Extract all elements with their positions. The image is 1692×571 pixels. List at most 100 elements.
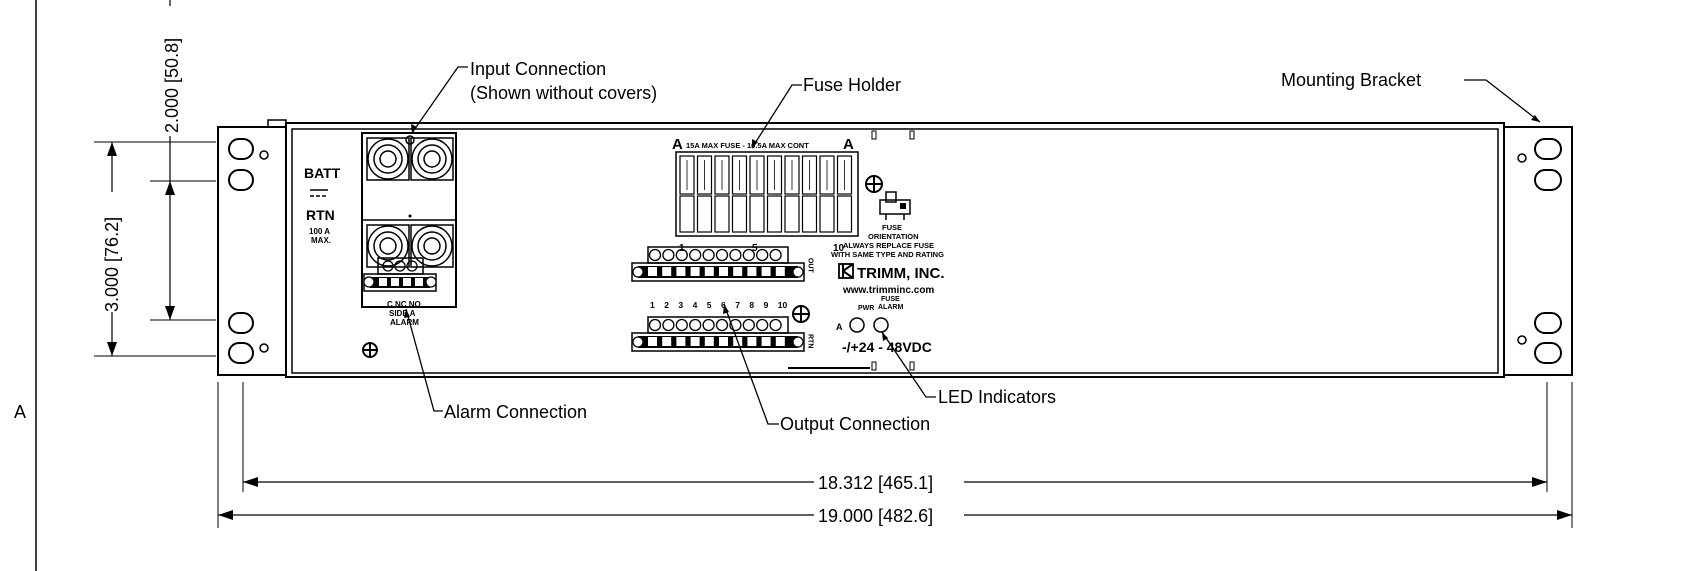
terminal-opening <box>719 267 728 276</box>
terminal-screw-icon <box>715 318 729 332</box>
callout-led-indicators: LED Indicators <box>938 387 1056 407</box>
terminal-opening <box>704 267 714 276</box>
fuse-slot-bottom <box>836 195 853 233</box>
fuse-number-1: 1 <box>679 243 685 254</box>
led-a-label: A <box>836 322 843 332</box>
bracket-slot-icon <box>1534 342 1562 364</box>
terminal-screw-icon <box>715 248 729 262</box>
dim-19-000: 19.000 [482.6] <box>818 506 933 526</box>
fuse-caption-3: ALWAYS REPLACE FUSE <box>843 241 934 250</box>
fuse-header: 15A MAX FUSE - 10.5A MAX CONT <box>686 141 809 150</box>
fuse-slot-top <box>819 155 835 195</box>
bracket-slot-icon <box>228 312 254 334</box>
terminal-opening <box>761 337 771 346</box>
fuse-slot-top <box>749 155 765 195</box>
rtn-side-label: RTN <box>807 334 814 348</box>
callout-fuse-holder: Fuse Holder <box>803 75 901 95</box>
terminal-opening <box>775 267 785 276</box>
fuse-holder <box>675 151 859 237</box>
terminal-screw-icon <box>742 318 755 332</box>
right-mounting-bracket <box>1503 126 1573 376</box>
fuse-slot-bottom <box>784 195 800 233</box>
dim-2-000: 2.000 [50.8] <box>162 38 182 133</box>
terminal-screw-icon <box>756 318 769 332</box>
terminal-opening <box>662 337 672 346</box>
terminal-screw-icon <box>742 248 755 262</box>
callout-mounting-bracket: Mounting Bracket <box>1281 70 1421 90</box>
fuse-slot-top <box>679 155 695 195</box>
terminal-opening <box>761 267 771 276</box>
bracket-slot-icon <box>228 138 254 160</box>
rtn-label: RTN <box>306 207 335 223</box>
batt-label: BATT <box>304 165 341 181</box>
output-number-label: 5 <box>707 300 712 310</box>
connector-end-screw-icon <box>632 266 644 278</box>
ground-screw-icon <box>865 175 883 193</box>
trimm-logo-icon <box>838 263 854 279</box>
fuse-a-right: A <box>843 136 854 153</box>
terminal-opening <box>648 267 657 276</box>
alarm-word: ALARM <box>390 318 419 327</box>
terminal-opening <box>719 337 728 346</box>
fuse-caption-4: WITH SAME TYPE AND RATING <box>831 250 944 259</box>
brand-name: TRIMM, INC. <box>857 265 945 282</box>
fuse-number-5: 5 <box>752 243 758 254</box>
voltage-label: -/+24 - 48VDC <box>842 339 932 355</box>
terminal-screw-icon <box>662 248 675 262</box>
led-fuse-label-2: ALARM <box>878 304 903 311</box>
terminal-screw-icon <box>689 318 702 332</box>
terminal-screw-icon <box>756 248 769 262</box>
fuse-slot-top <box>801 155 818 195</box>
output-number-label: 9 <box>764 300 769 310</box>
bracket-slot-icon <box>228 169 254 191</box>
terminal-opening <box>690 267 700 276</box>
callout-input-connection: Input Connection <box>470 59 606 79</box>
zone-letter: A <box>14 402 26 422</box>
bracket-slot-icon <box>1534 169 1562 191</box>
fuse-slot-bottom <box>696 195 713 233</box>
terminal-opening <box>662 267 672 276</box>
bracket-slot-icon <box>1534 138 1562 160</box>
output-number-label: 2 <box>664 300 669 310</box>
bracket-slot-icon <box>228 342 254 364</box>
output-number-label: 10 <box>778 300 788 310</box>
connector-end-screw-icon <box>792 266 804 278</box>
output-number-label: 4 <box>693 300 698 310</box>
output-number-label: 3 <box>678 300 683 310</box>
fuse-slot-top <box>766 155 783 195</box>
terminal-screw-icon <box>769 318 782 332</box>
fuse-a-left: A <box>672 136 683 153</box>
bracket-slot-icon <box>1534 312 1562 334</box>
fuse-slot-bottom <box>679 195 695 233</box>
led-fuse-label-1: FUSE <box>881 296 900 303</box>
callout-input-connection-sub: (Shown without covers) <box>470 83 657 103</box>
terminal-opening <box>690 337 700 346</box>
terminal-screw-icon <box>648 248 662 262</box>
terminal-opening <box>747 267 757 276</box>
connector-strip <box>638 266 798 278</box>
led-pwr-label: PWR <box>858 305 874 312</box>
terminal-opening <box>733 267 743 276</box>
fuse-slot-bottom <box>714 195 730 233</box>
callout-output-connection: Output Connection <box>780 414 930 434</box>
fuse-slot-bottom <box>819 195 835 233</box>
ground-screw-icon <box>792 305 810 323</box>
fuse-slot-bottom <box>766 195 783 233</box>
terminal-opening <box>704 337 714 346</box>
alarm-terms: C NC NO <box>387 300 421 309</box>
output-number-label: 7 <box>735 300 740 310</box>
terminal-screw-icon <box>769 248 782 262</box>
max-current-line1: 100 A <box>309 227 330 236</box>
fuse-slot-bottom <box>749 195 765 233</box>
terminal-screw-icon <box>702 318 715 332</box>
fuse-slot-top <box>731 155 748 195</box>
connector-strip <box>638 336 798 348</box>
fuse-slot-bottom <box>731 195 748 233</box>
terminal-screw-icon <box>729 318 742 332</box>
fuse-number-10: 10 <box>833 243 845 254</box>
output-number-label: 6 <box>721 300 726 310</box>
fuse-caption-2: ORIENTATION <box>868 232 919 241</box>
terminal-screw-icon <box>675 318 688 332</box>
callout-alarm-connection: Alarm Connection <box>444 402 587 422</box>
terminal-screw-icon <box>689 248 702 262</box>
